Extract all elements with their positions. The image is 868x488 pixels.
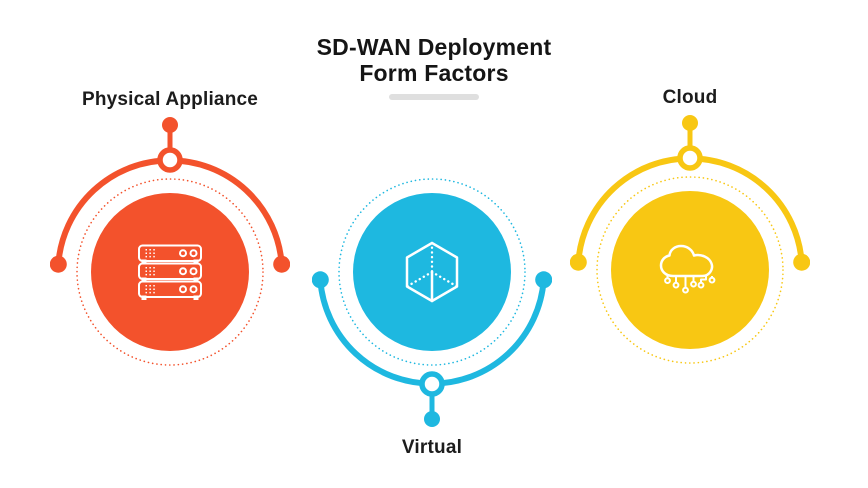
- title-line-1: SD-WAN Deployment: [316, 34, 552, 60]
- dotted-outline-circle: [76, 178, 264, 366]
- badge-virtual: [312, 178, 552, 427]
- dotted-outline-circle: [338, 178, 526, 366]
- badge-cloud: [570, 115, 810, 364]
- title-underline: [389, 94, 479, 100]
- label-physical-appliance: Physical Appliance: [81, 89, 259, 110]
- badge-physical-appliance: [50, 117, 290, 366]
- cube-icon: [405, 241, 459, 303]
- connector-top: [570, 115, 810, 271]
- label-virtual: Virtual: [401, 437, 463, 458]
- title-line-2: Form Factors: [359, 60, 509, 86]
- connector-top: [50, 117, 290, 273]
- label-cloud: Cloud: [662, 87, 718, 108]
- cloud-circle: [611, 191, 769, 349]
- dotted-outline-circle: [596, 176, 784, 364]
- server-rack-icon: [138, 244, 202, 300]
- cloud-circuit-icon: [659, 244, 716, 294]
- page-title: SD-WAN Deployment Form Factors: [0, 34, 868, 100]
- physical-appliance-circle: [91, 193, 249, 351]
- connector-bottom: [312, 271, 552, 427]
